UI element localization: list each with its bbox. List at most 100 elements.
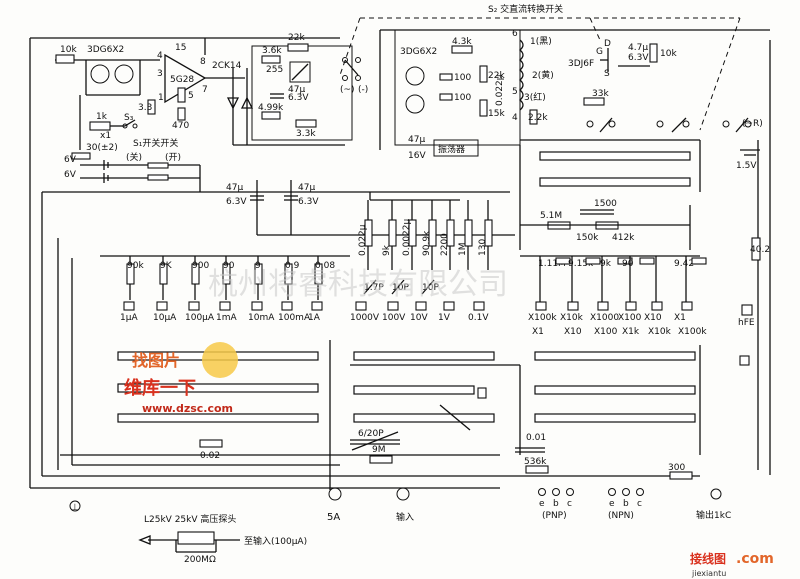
cap-47u-a-label: 47μ (226, 183, 243, 193)
coil-6-label: 6 (512, 29, 518, 39)
voltage-trim-label: 1.7P (364, 283, 384, 293)
res-4.99k-label: 4.99k (258, 103, 284, 113)
pin-8: 8 (200, 57, 206, 67)
ohm-res-label: 9.15k (568, 259, 594, 269)
voltage-divider-label: 130 (478, 239, 488, 256)
corner-logo-url: jiexiantu (691, 569, 726, 578)
cap-0.022-label: 0.022μ (495, 74, 505, 106)
fet-d-label: D (604, 39, 611, 49)
res-22k-label: 22k (288, 33, 305, 43)
voltage-range-contact (387, 301, 399, 311)
res-100a-label: 100 (454, 73, 471, 83)
ohm-range-contact (681, 301, 693, 311)
current-res-label: 90k (127, 261, 144, 271)
current-range-contact (156, 301, 168, 311)
transistor-pin-label: b (553, 499, 559, 509)
current-range-contact (188, 301, 200, 311)
ohm-mode-label: (~R) (742, 119, 763, 129)
res-10k-label: 10k (60, 45, 77, 55)
fet-g-label: G (596, 47, 603, 57)
npn-label: (NPN) (608, 511, 634, 521)
coil-4-label: 4 (512, 113, 518, 123)
fet-res-33k-label: 33k (592, 89, 609, 99)
ohm-res-label: 1.11M (538, 259, 566, 269)
res-2.2k-label: 2.2k (528, 113, 548, 123)
transistor-socket (538, 488, 546, 496)
voltage-divider-label: 90.9k (422, 230, 432, 256)
cap-47u-b-label: 47μ (298, 183, 315, 193)
coil-3-label: 3(红) (524, 91, 546, 103)
cap-6.3v-b-label: 6.3V (298, 197, 319, 207)
current-range-label: 10mA (248, 313, 275, 323)
current-range-label: 10μA (153, 313, 177, 323)
transistor-socket (608, 488, 616, 496)
cap-6.3v-label: 6.3V (288, 93, 309, 103)
s2-switch-label: S₂ 交直流转换开关 (488, 3, 563, 15)
current-range-contact (311, 301, 323, 311)
oscillator-block: 3DG6X2 4.3k 100 100 22k 15k 0.022μ 1(黑) … (394, 29, 554, 161)
ohm-range-contact (535, 301, 547, 311)
current-res-label: 900 (192, 261, 209, 271)
res-5.1m-label: 5.1M (540, 211, 562, 221)
current-range-contact (251, 301, 263, 311)
cap-6-20p-label: 6/20P (358, 429, 384, 439)
pin-4: 4 (157, 51, 163, 61)
res-3.6k-label: 3.6k (262, 46, 282, 56)
voltage-range-label: 100V (382, 313, 406, 323)
ohm-res-label: 9.42 (674, 259, 694, 269)
battery-6v-b: 6V (64, 170, 77, 180)
pin-1: 1 (158, 93, 164, 103)
ground-symbol: ⊥ (71, 503, 79, 513)
probe-note-label: 至输入(100μA) (244, 535, 307, 547)
osc-cap-47u-label: 47μ (408, 135, 425, 145)
voltage-trim-label: 10P (392, 283, 409, 293)
pin-3: 3 (157, 69, 163, 79)
s1-on-label: (开) (165, 152, 181, 163)
transistor-socket (552, 488, 560, 496)
transistor-socket (566, 488, 574, 496)
osc-cap-16v-label: 16V (408, 151, 426, 161)
voltage-range-contact (355, 301, 367, 311)
ohm-range-top-label: X10k (560, 313, 584, 323)
battery-1.5v-label: 1.5V (736, 161, 757, 171)
corner-logo-cn: 接线图 (690, 551, 726, 566)
current-range-label: 100mA (278, 313, 311, 323)
ohm-res-label: 90 (622, 259, 634, 269)
ohm-range-bottom-label: X10 (564, 327, 582, 337)
ohm-range-contact (567, 301, 579, 311)
fet-res-10k-label: 10k (660, 49, 677, 59)
voltage-divider-label: 0.0022μ (402, 219, 412, 256)
voltage-trim-label: 10P (422, 283, 439, 293)
current-range-label: 1mA (216, 313, 237, 323)
voltage-range-label: 1000V (350, 313, 380, 323)
hfe-label: hFE (738, 318, 755, 328)
s1-off-label: (关) (126, 151, 142, 163)
terminal-5a-label: 5A (327, 512, 340, 523)
dc-mode-label: (-) (358, 85, 368, 95)
diode-label: 2CK14 (212, 61, 242, 71)
voltage-range-contact (443, 301, 455, 311)
res-255-label: 255 (266, 65, 283, 75)
coil-5-label: 5 (512, 87, 518, 97)
watermark-url: www.dzsc.com (142, 402, 233, 415)
corner-logo-dot: .com (736, 551, 774, 567)
res-300-label: 300 (668, 463, 685, 473)
transistor-pin-label: b (623, 499, 629, 509)
fet-block: G D S 3DJ6F 4.7μ 6.3V 10k 33k (~R) 1.5V (520, 39, 763, 171)
ohm-range-contact (597, 301, 609, 311)
current-range-contact (123, 301, 135, 311)
transistor-pin-label: e (539, 499, 545, 509)
watermark-logo-mid: 维库一下 (124, 377, 196, 399)
ohm-range-top-label: X1000 (590, 313, 619, 323)
res-4.3k-label: 4.3k (452, 37, 472, 47)
transistor-left-label: 3DG6X2 (87, 45, 124, 55)
pnp-label: (PNP) (542, 511, 567, 521)
watermarks: 杭州将睿科技有限公司 找图片 维库一下 www.dzsc.com 接线图 .co… (124, 267, 774, 578)
voltage-divider-label: 0.022μ (358, 224, 368, 256)
input-amplifier: 10k 3DG6X2 5G28 15 4 3 8 7 1 5 3.3 470 2… (55, 38, 345, 192)
pin-15: 15 (175, 43, 186, 53)
